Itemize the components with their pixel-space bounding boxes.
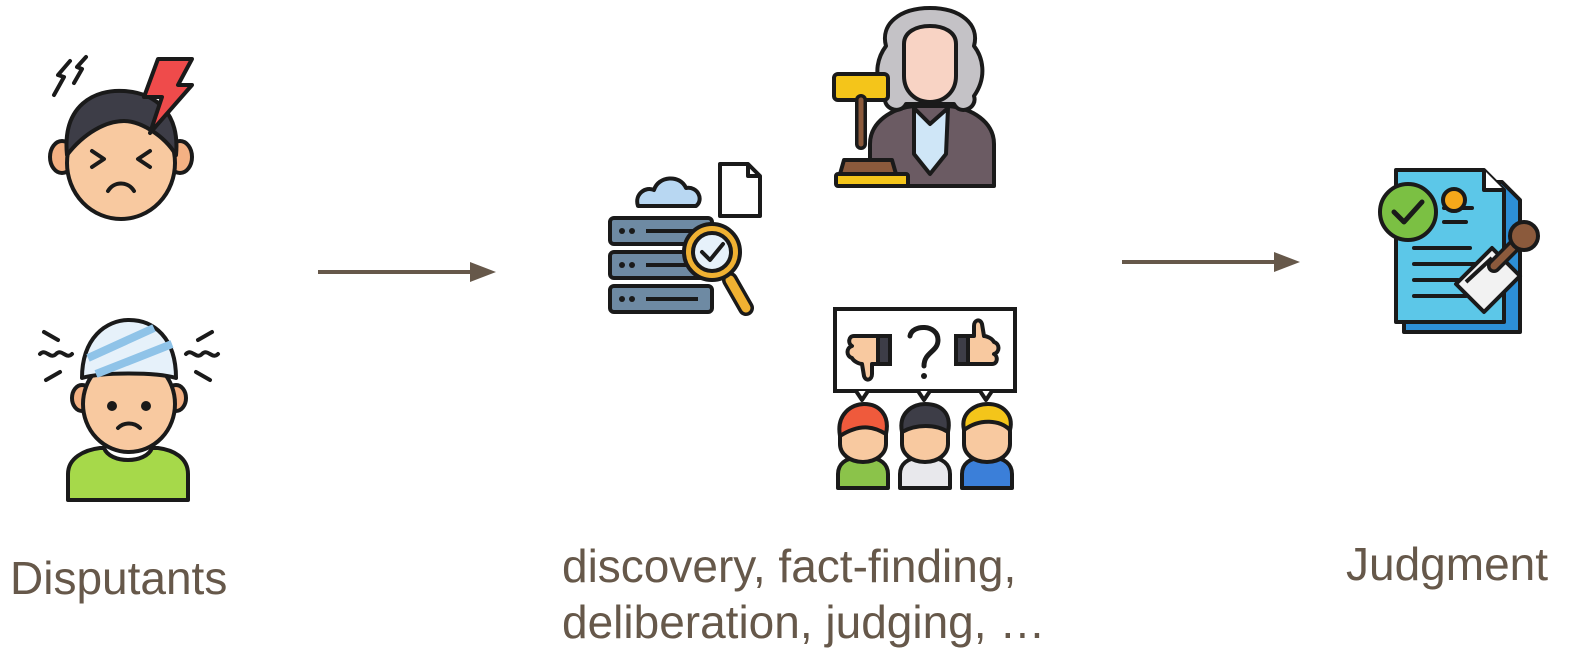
database-search-icon	[604, 160, 766, 316]
stressed-person-icon	[40, 55, 200, 225]
jury-icon	[832, 306, 1020, 492]
process-label-line-1: discovery, fact-finding,	[562, 540, 1017, 592]
disputants-label: Disputants	[10, 552, 228, 604]
arrow-process-to-judgment	[1122, 250, 1304, 274]
judge-icon	[830, 4, 1000, 192]
injured-person-icon	[36, 318, 222, 504]
process-label-line-2: deliberation, judging, …	[562, 596, 1046, 648]
judgment-label: Judgment	[1346, 538, 1549, 590]
approved-document-icon	[1374, 166, 1546, 336]
arrow-disputants-to-process	[318, 260, 500, 284]
